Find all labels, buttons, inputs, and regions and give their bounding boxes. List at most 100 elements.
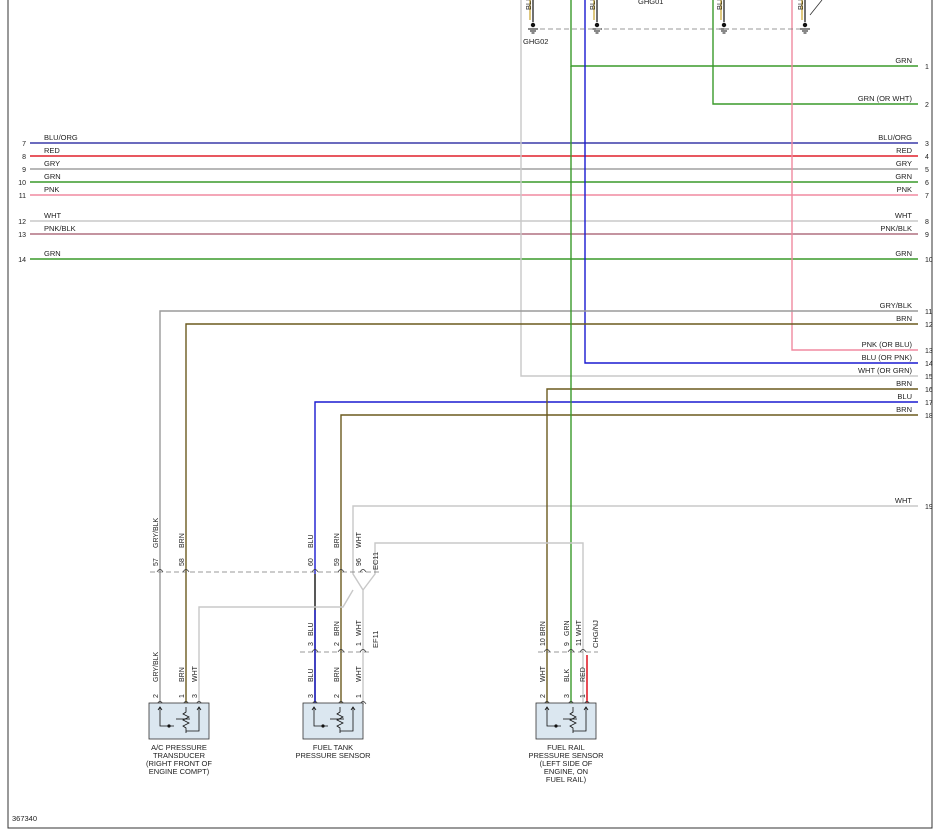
left-pin-number: 8 (22, 154, 26, 161)
top-wire-label: BLK (524, 0, 533, 10)
left-pin-number: 11 (19, 193, 26, 200)
connector-label-ef11: EF11 (371, 631, 380, 648)
wire-ac-wht (198, 589, 354, 705)
pin-contact (579, 649, 587, 653)
ground-node (530, 22, 536, 28)
top-wire-label: BLK (796, 0, 805, 10)
sensor-lower-pin: 3 (564, 694, 571, 698)
right-wire-label: BRN (896, 379, 912, 388)
pin-contact (156, 569, 164, 573)
wire-rail-wht (362, 542, 584, 705)
wire-ac-brn (185, 323, 918, 705)
sensor-schematic-ac (157, 706, 202, 733)
ground-node (594, 22, 600, 28)
right-wire-label: BLU (OR PNK) (862, 353, 913, 362)
right-wire-label: WHT (895, 211, 912, 220)
right-wire-label: WHT (895, 496, 912, 505)
sensor-lower-wire: RED (580, 667, 587, 682)
sensor-lower-wire: BLK (564, 668, 571, 682)
right-wire-label: BRN (896, 405, 912, 414)
pin-contact (337, 649, 345, 653)
sensor-internal-node (321, 724, 325, 728)
sensor-arrow-icon (311, 706, 317, 711)
sensor-name-line: PRESSURE SENSOR (528, 751, 604, 760)
right-wire-label: PNK (897, 185, 912, 194)
sensor-name-line: FUEL TANK (313, 743, 353, 752)
sensor-arrow-icon (544, 706, 550, 711)
right-pin-number: 11 (925, 309, 932, 316)
sensor-name-line: TRANSDUCER (153, 751, 206, 760)
sensor-upper-pin: 59 (334, 558, 341, 566)
ground-label-ghg01: GHG01 (638, 0, 663, 6)
figure-id: 367340 (12, 814, 37, 823)
wire-right-2 (712, 0, 918, 105)
sensor-arrow-icon (157, 706, 163, 711)
wire-right-14 (584, 0, 918, 364)
sensor-upper-pin: 57 (153, 558, 160, 566)
sensor-mid-pin: 11 (576, 639, 583, 646)
sensor-upper-wire: BRN (179, 533, 186, 548)
wire-right-15 (520, 0, 918, 377)
sensor-name-line: (LEFT SIDE OF (540, 759, 593, 768)
sensor-upper-wire: WHT (356, 531, 363, 548)
sensor-name-line: (RIGHT FRONT OF (146, 759, 212, 768)
pin-contact (543, 649, 551, 653)
sensor-mid-pin: 9 (564, 642, 571, 646)
diagram-frame (7, 0, 933, 829)
right-pin-number: 13 (925, 348, 933, 355)
right-wire-label: RED (896, 146, 912, 155)
sensor-mid-wire: WHT (576, 619, 583, 636)
sensor-arrow-icon (350, 706, 356, 711)
sensor-internal-line (340, 707, 354, 732)
sensor-mid-pin: 2 (334, 642, 341, 646)
left-pin-number: 14 (18, 257, 26, 264)
connector-label-ec11: EC11 (371, 552, 380, 570)
connector-label-chg: CHG/NJ (591, 620, 600, 648)
label-layer: 7BLU/ORG8RED9GRY10GRN11PNK12WHT13PNK/BLK… (18, 0, 933, 784)
sensor-mid-pin: 3 (308, 642, 315, 646)
right-pin-number: 18 (925, 413, 933, 420)
right-wire-label: BRN (896, 314, 912, 323)
right-wire-label: GRN (895, 249, 912, 258)
pin-contact (311, 649, 319, 653)
left-wire-label: GRN (44, 172, 61, 181)
sensor-lower-wire: BRN (334, 667, 341, 682)
ground-node (802, 22, 808, 28)
right-wire-label: GRY (896, 159, 912, 168)
sensor-layer (148, 702, 597, 740)
pin-contact (567, 649, 575, 653)
wire-tank-blu (314, 401, 918, 574)
sensor-mid-wire: BRN (540, 621, 547, 636)
sensor-lower-pin: 3 (308, 694, 315, 698)
right-pin-number: 7 (925, 193, 929, 200)
right-pin-number: 12 (925, 322, 933, 329)
sensor-lower-wire: WHT (192, 665, 199, 682)
pin-contact (182, 569, 190, 573)
right-pin-number: 3 (925, 141, 929, 148)
sensor-mid-pin: 1 (356, 642, 363, 646)
right-wire-label: WHT (OR GRN) (858, 366, 913, 375)
right-pin-number: 8 (925, 219, 929, 226)
sensor-lower-pin: 2 (540, 694, 547, 698)
sensor-upper-pin: 96 (356, 558, 363, 566)
sensor-name-line: ENGINE COMPT) (149, 767, 210, 776)
sensor-name-line: FUEL RAIL) (546, 775, 587, 784)
top-wire-label: BLK (715, 0, 724, 10)
sensor-lower-pin: 2 (334, 694, 341, 698)
sensor-mid-wire: BLU (308, 622, 315, 636)
left-wire-label: GRY (44, 159, 60, 168)
sensor-name-line: PRESSURE SENSOR (295, 751, 371, 760)
right-pin-number: 19 (925, 504, 933, 511)
pin-contact (359, 649, 367, 653)
sensor-upper-pin: 60 (308, 558, 315, 566)
sensor-arrow-icon (196, 706, 202, 711)
wire-tank-brn (340, 414, 918, 705)
right-pin-number: 16 (925, 387, 933, 394)
connector-layer (150, 569, 598, 705)
pin-contact (311, 569, 319, 573)
sensor-schematic-rail (544, 706, 589, 733)
shield-slash (809, 0, 823, 16)
right-pin-number: 4 (925, 154, 929, 161)
sensor-schematic-tank (311, 706, 356, 733)
